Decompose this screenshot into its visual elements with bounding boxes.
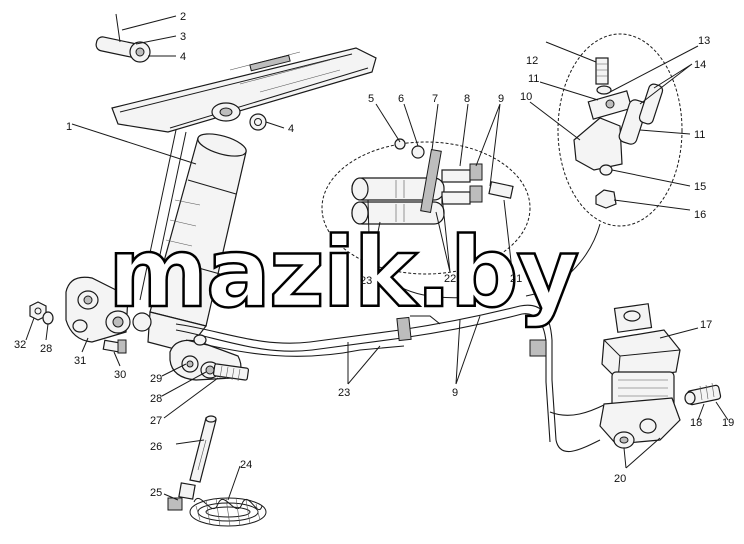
spring-24: [189, 497, 267, 527]
callout-8: 8: [464, 93, 470, 105]
callout-31: 31: [74, 355, 86, 367]
detail-view-center: [321, 138, 531, 275]
callout-6: 6: [398, 93, 404, 105]
callout-7: 7: [432, 93, 438, 105]
callout-19: 19: [722, 417, 734, 429]
callout-4-washer: 4: [288, 123, 294, 135]
callout-9-lines: 9: [452, 387, 458, 399]
leader-detail-center: [369, 261, 491, 299]
callout-22: 22: [444, 273, 456, 285]
callout-26: 26: [150, 441, 162, 453]
detail-view-right: [557, 33, 683, 227]
callout-30: 30: [114, 369, 126, 381]
callout-14: 14: [694, 59, 706, 71]
callout-3: 3: [180, 31, 186, 43]
callout-29: 29: [150, 373, 162, 385]
callout-13: 13: [698, 35, 710, 47]
callout-28-left: 28: [40, 343, 52, 355]
master-cylinder: [139, 129, 247, 353]
bolt-30: [102, 339, 127, 354]
callout-18: 18: [690, 417, 702, 429]
leader-lines: [25, 15, 729, 501]
pedal-arm: [111, 47, 377, 133]
callout-32: 32: [14, 339, 26, 351]
callout-21: 21: [510, 273, 522, 285]
callout-1: 1: [66, 121, 72, 133]
callout-11-left: 11: [528, 73, 539, 85]
plug-18-19: [684, 382, 722, 406]
callout-23-detail: 23: [360, 275, 372, 287]
washer-28-left: [42, 311, 54, 325]
callouts: 1 2 3 4 4 5 6 7 8 9 9 10 11 11 12 13 14 …: [14, 11, 734, 499]
washer-4: [249, 113, 267, 131]
callout-4-top: 4: [180, 51, 186, 63]
bracket-31: [65, 276, 152, 343]
callout-24: 24: [240, 459, 252, 471]
callout-16: 16: [694, 209, 706, 221]
callout-2: 2: [180, 11, 186, 23]
callout-5: 5: [368, 93, 374, 105]
watermark: mazik.by: [108, 217, 578, 329]
callout-25: 25: [150, 487, 162, 499]
callout-23-lines: 23: [338, 387, 350, 399]
bolt-27: [212, 363, 250, 382]
callout-11-right: 11: [694, 129, 705, 141]
pin-with-clip: [95, 13, 151, 63]
pushrod-26: [189, 415, 217, 483]
fork-25: [167, 482, 196, 511]
callout-27: 27: [150, 415, 162, 427]
callout-10: 10: [520, 91, 532, 103]
callout-17: 17: [700, 319, 712, 331]
brake-valve: [599, 303, 681, 449]
leader-detail-right: [525, 223, 601, 297]
callout-12: 12: [526, 55, 538, 67]
brake-lines: [175, 304, 607, 453]
callout-20: 20: [614, 473, 626, 485]
callout-28-center: 28: [150, 393, 162, 405]
callout-9-detail: 9: [498, 93, 504, 105]
callout-15: 15: [694, 181, 706, 193]
